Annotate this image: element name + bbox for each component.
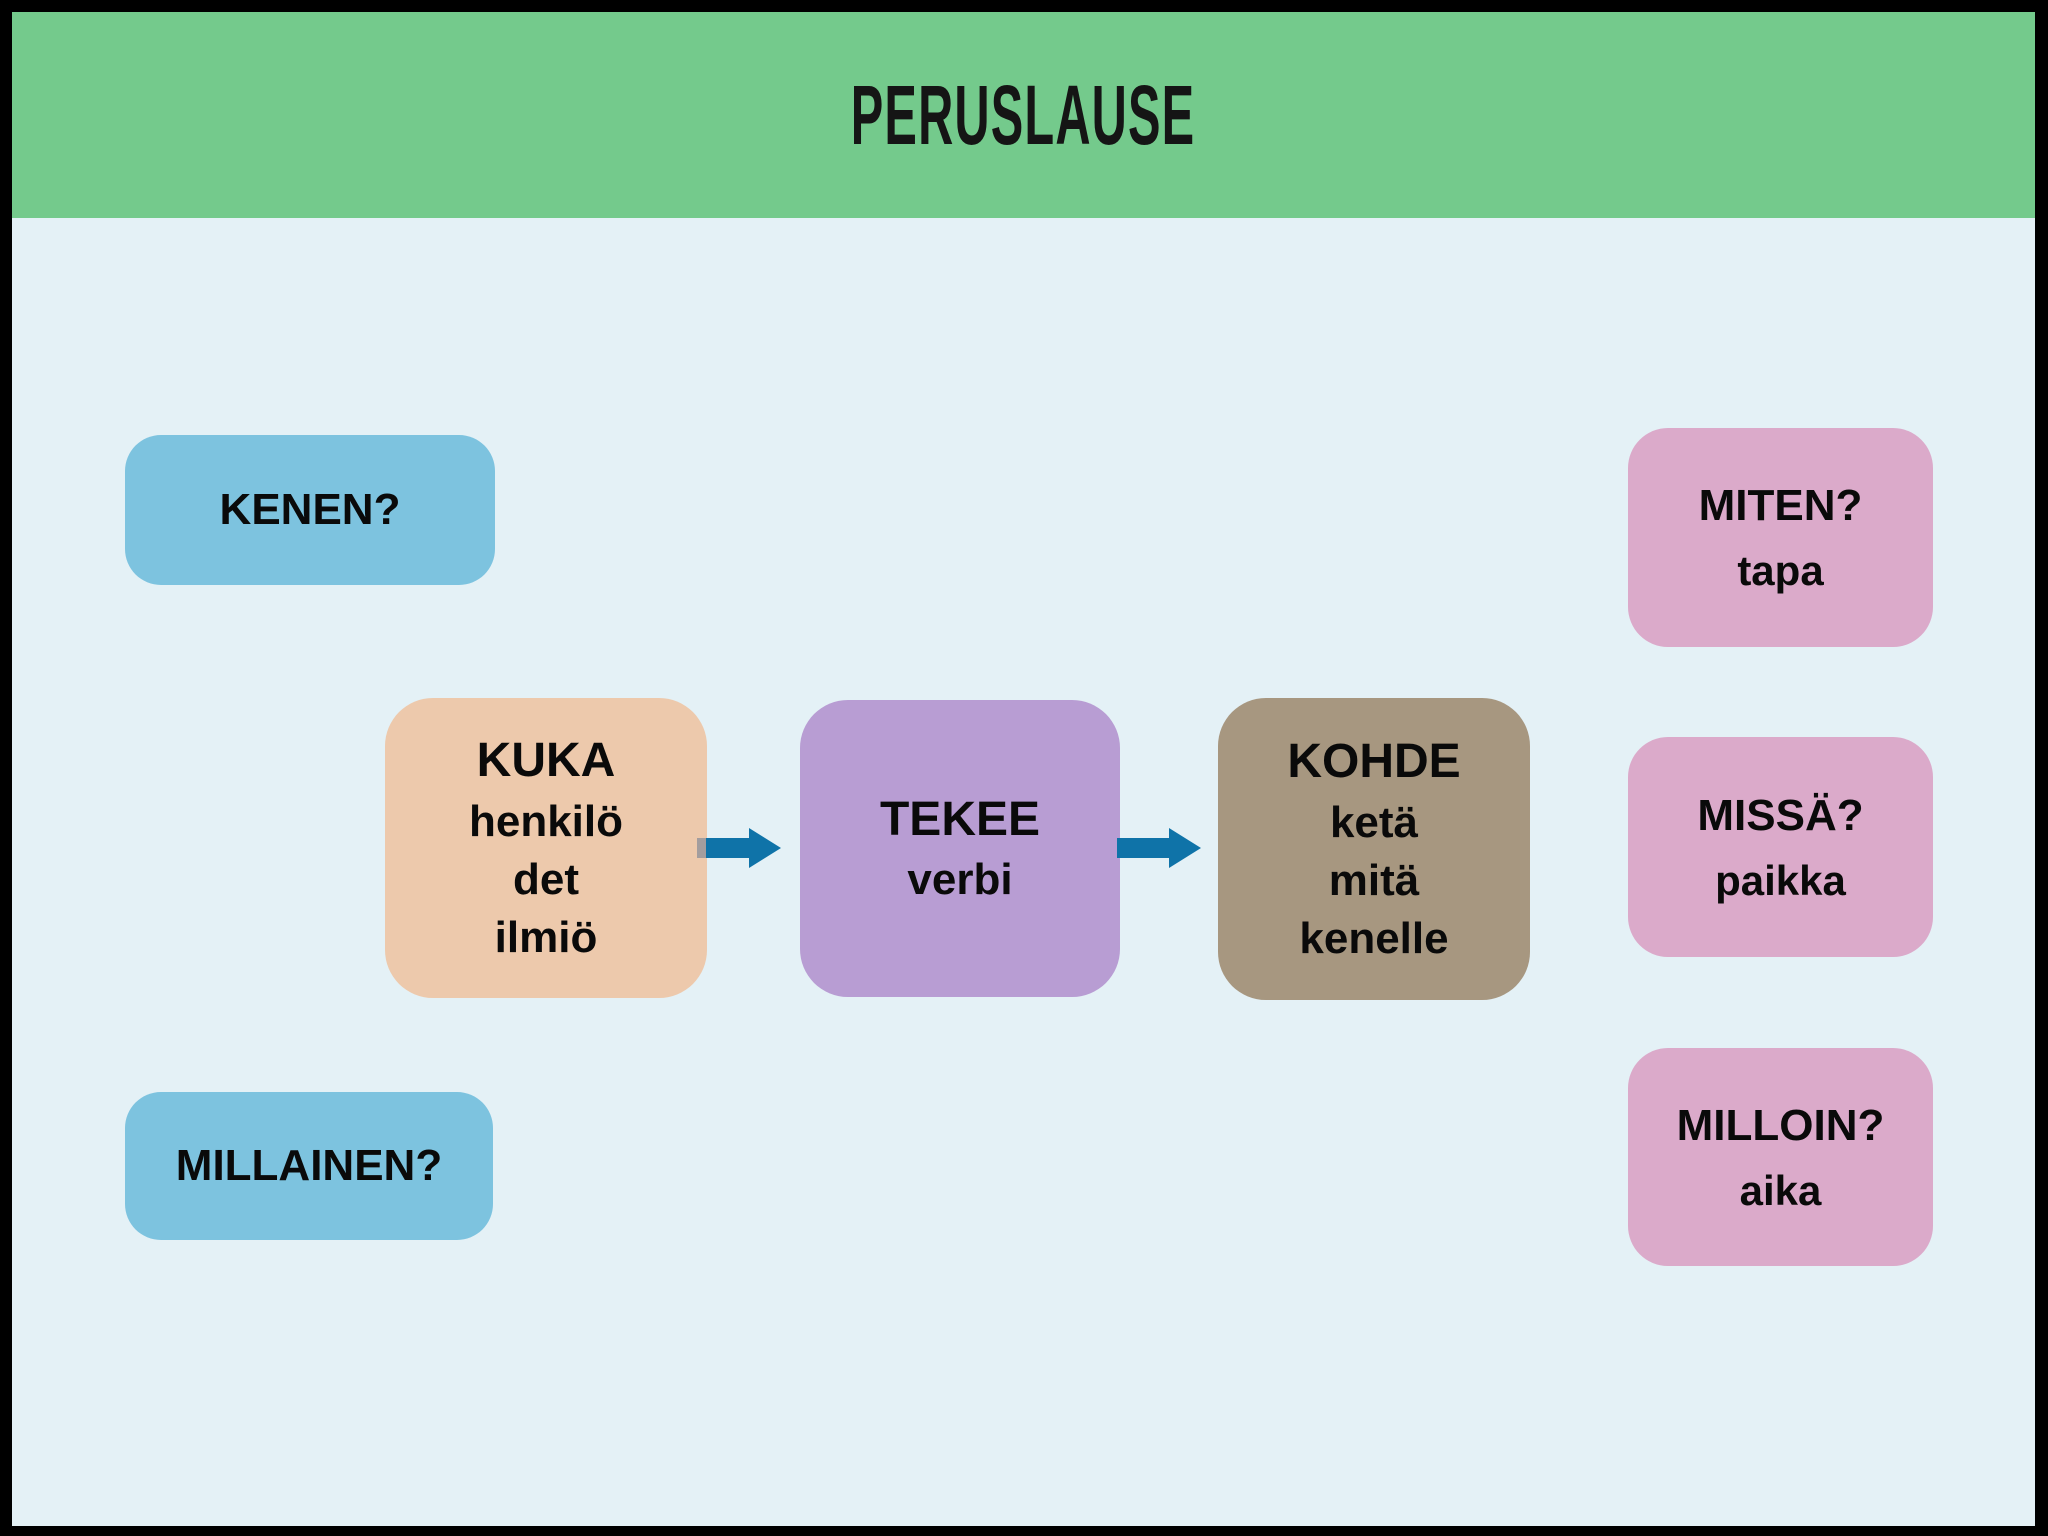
box-missa-title: MISSÄ?: [1697, 790, 1864, 840]
box-kohde-line-2: mitä: [1328, 855, 1420, 905]
title-bar: PERUSLAUSE: [12, 12, 2035, 218]
box-milloin: MILLOIN? aika: [1628, 1048, 1933, 1266]
box-missa-subtitle: paikka: [1715, 856, 1846, 904]
box-miten-subtitle: tapa: [1737, 547, 1824, 594]
box-kohde-line-1: ketä: [1329, 797, 1419, 847]
box-miten: MITEN? tapa: [1628, 428, 1933, 647]
box-tekee: TEKEE verbi: [800, 700, 1120, 997]
box-tekee-title: TEKEE: [879, 792, 1041, 846]
box-millainen: MILLAINEN?: [125, 1092, 493, 1240]
box-kuka-line-3: ilmiö: [494, 912, 598, 962]
box-tekee-line-1: verbi: [907, 855, 1013, 905]
box-kuka-title: KUKA: [476, 734, 616, 788]
box-kuka: KUKA henkilö det ilmiö: [385, 698, 707, 998]
box-kohde-line-3: kenelle: [1299, 913, 1449, 963]
right-arrow-icon: [697, 828, 781, 868]
right-arrow-icon: [1117, 828, 1201, 868]
box-milloin-subtitle: aika: [1739, 1166, 1822, 1214]
box-kuka-line-2: det: [513, 854, 579, 904]
box-miten-title: MITEN?: [1698, 481, 1863, 530]
box-millainen-label: MILLAINEN?: [175, 1140, 443, 1190]
box-milloin-title: MILLOIN?: [1676, 1100, 1885, 1150]
box-missa: MISSÄ? paikka: [1628, 737, 1933, 957]
box-kuka-line-1: henkilö: [468, 796, 624, 846]
box-kenen: KENEN?: [125, 435, 495, 585]
box-kohde-title: KOHDE: [1287, 735, 1461, 789]
box-kenen-label: KENEN?: [219, 484, 401, 534]
page-title: PERUSLAUSE: [851, 67, 1196, 162]
box-kohde: KOHDE ketä mitä kenelle: [1218, 698, 1530, 1000]
